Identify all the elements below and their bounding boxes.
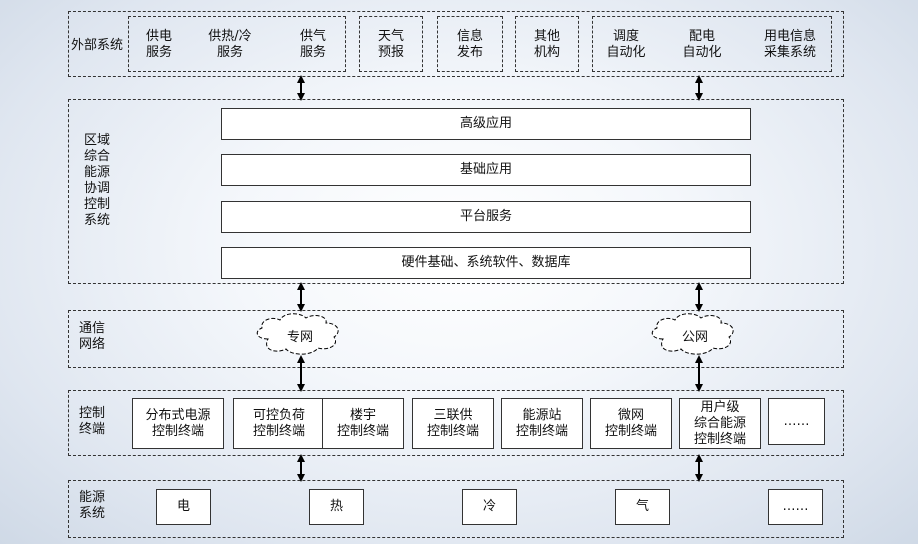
private-network-cloud-icon xyxy=(256,313,339,355)
public-network-label: 公网 xyxy=(681,330,708,345)
external-group-1 xyxy=(128,16,346,72)
external-info-box xyxy=(437,16,503,72)
terminal-energy-station: 能源站 控制终端 xyxy=(501,398,583,449)
network-panel xyxy=(68,310,844,368)
terminals-label: 控制 终端 xyxy=(79,406,106,437)
terminal-distributed-power: 分布式电源 控制终端 xyxy=(132,398,224,449)
external-item: 调度 自动化 xyxy=(606,29,646,60)
external-item: 用电信息 采集系统 xyxy=(763,29,816,60)
energy-gas: 气 xyxy=(615,489,670,525)
terminal-controllable-load: 可控负荷 控制终端 xyxy=(233,398,325,449)
regional-system-label: 区域 综合 能源 协调 控制 系统 xyxy=(84,133,111,228)
external-other-box xyxy=(515,16,579,72)
external-systems-panel xyxy=(68,11,844,77)
network-label: 通信 网络 xyxy=(79,321,106,352)
external-item: 天气 预报 xyxy=(377,29,404,60)
terminal-microgrid: 微网 控制终端 xyxy=(590,398,672,449)
terminals-panel xyxy=(68,390,844,456)
external-group-2 xyxy=(592,16,832,72)
private-network-label: 专网 xyxy=(286,330,313,345)
terminal-cchp: 三联供 控制终端 xyxy=(412,398,494,449)
energy-heat: 热 xyxy=(309,489,364,525)
external-item: 配电 自动化 xyxy=(682,29,722,60)
external-item: 信息 发布 xyxy=(456,29,483,60)
regional-system-panel xyxy=(68,99,844,284)
energy-more: …… xyxy=(768,489,823,525)
energy-label: 能源 系统 xyxy=(79,490,106,521)
layer-hardware-software-db: 硬件基础、系统软件、数据库 xyxy=(221,247,751,279)
terminal-building: 楼宇 控制终端 xyxy=(322,398,404,449)
energy-panel xyxy=(68,480,844,538)
external-item: 供电 服务 xyxy=(145,29,172,60)
terminal-user-integrated: 用户级 综合能源 控制终端 xyxy=(679,398,761,449)
external-systems-label: 外部系统 xyxy=(71,38,124,53)
layer-basic-apps: 基础应用 xyxy=(221,154,751,186)
terminal-more: …… xyxy=(768,398,825,445)
public-network-cloud-icon xyxy=(651,313,734,355)
external-item: 供热/冷 服务 xyxy=(208,29,252,60)
external-weather-box xyxy=(359,16,423,72)
energy-cold: 冷 xyxy=(462,489,517,525)
external-item: 其他 机构 xyxy=(533,29,560,60)
layer-advanced-apps: 高级应用 xyxy=(221,108,751,140)
external-item: 供气 服务 xyxy=(299,29,326,60)
energy-electricity: 电 xyxy=(156,489,211,525)
layer-platform-services: 平台服务 xyxy=(221,201,751,233)
